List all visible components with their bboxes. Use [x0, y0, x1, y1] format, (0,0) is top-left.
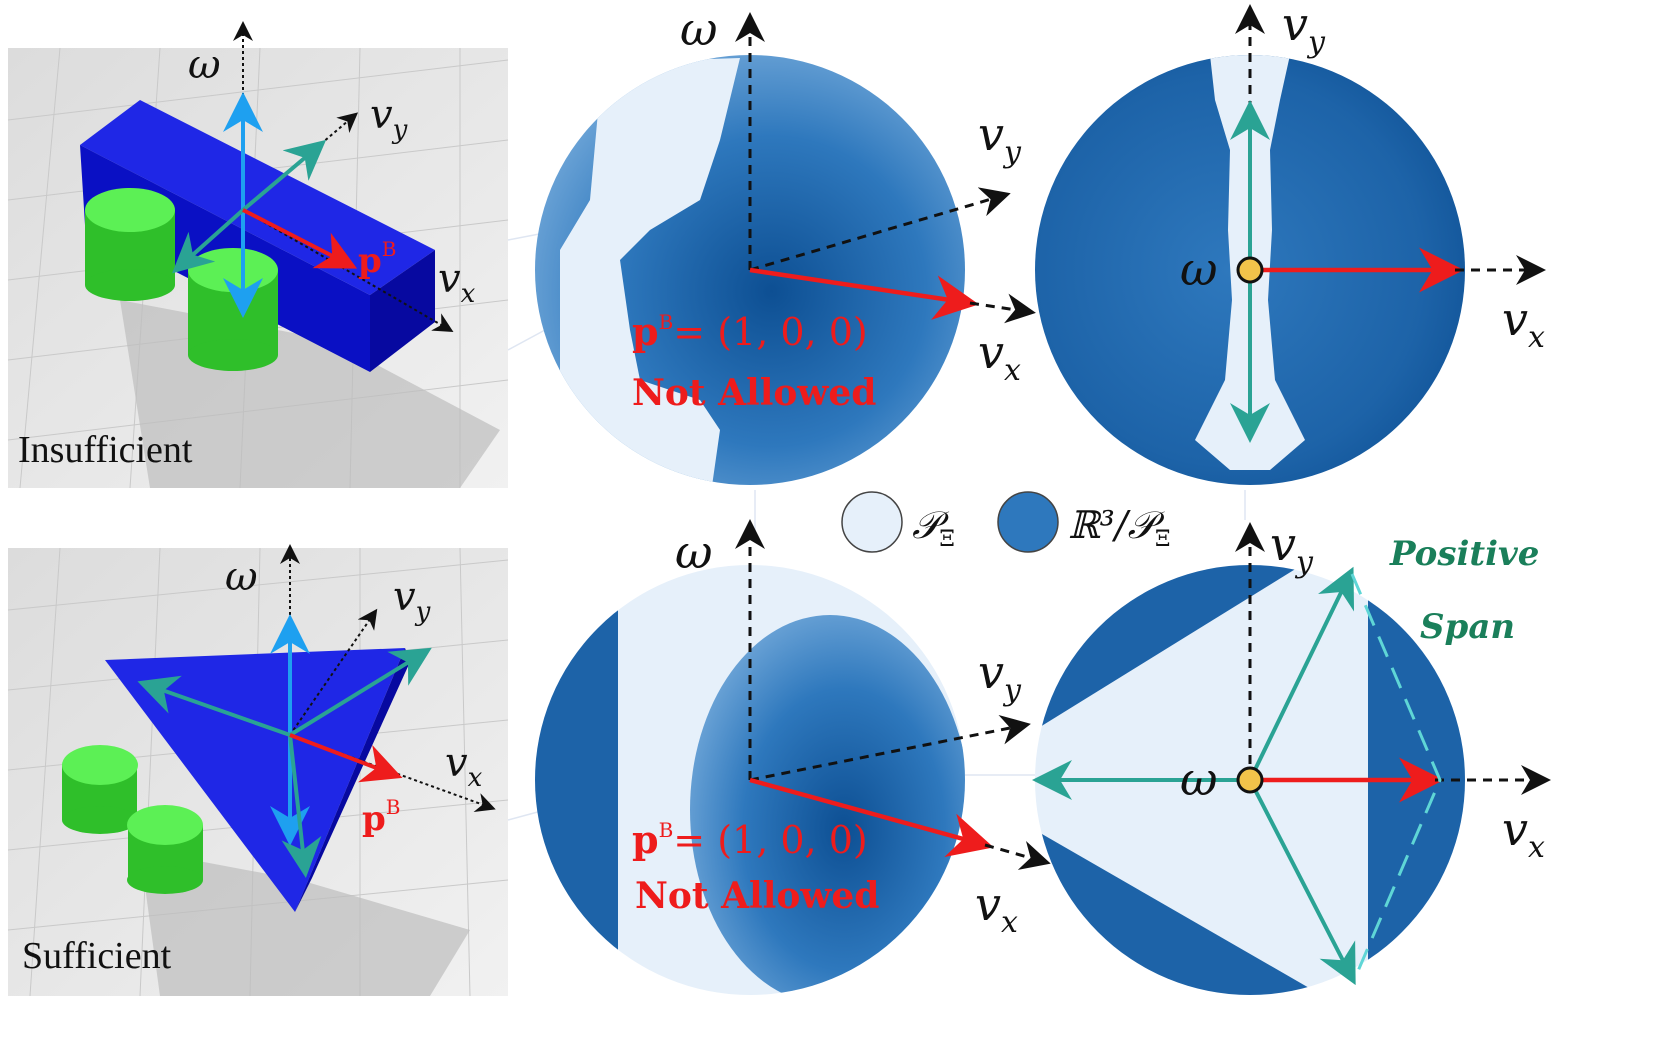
vx-axis-arrow-icon: [984, 841, 1051, 870]
vy-label: vy: [1282, 0, 1326, 60]
pB-value-label: pB= (1, 0, 0): [632, 309, 868, 354]
legend-circle-icon: [997, 491, 1059, 553]
green-cylinder: [127, 805, 203, 894]
shadow: [140, 850, 470, 996]
omega-label: ω: [675, 525, 713, 579]
vy-label: vy: [370, 92, 408, 145]
teal-arrow-icon: [137, 675, 291, 737]
pB-label: pB: [362, 795, 400, 839]
legend-complement-label: ℝ³/𝒫Ξ: [1068, 503, 1171, 552]
omega-dot-icon: [1236, 256, 1264, 284]
label-sufficient: Sufficient: [22, 935, 172, 977]
teal-arrow-icon: [281, 734, 322, 878]
vx-label: vx: [975, 877, 1018, 940]
green-cylinder: [85, 188, 175, 301]
scene-panel-sufficient: ω vy vx pB Sufficient: [7, 544, 509, 997]
vy-axis-arrow-icon: [289, 608, 378, 736]
sphere-top-middle: ω vy vx pB= (1, 0, 0) Not Allowed: [535, 2, 1036, 485]
sphere-top-right: ω vy vx: [1035, 0, 1546, 485]
teal-arrow-icon: [241, 139, 327, 212]
teal-arrow-icon: [172, 208, 245, 274]
red-arrow-icon: [289, 733, 403, 783]
omega-label: ω: [225, 554, 258, 600]
sphere-bottom-right: ω vy vx Positive Span: [1032, 517, 1551, 995]
red-arrow-icon: [749, 777, 994, 858]
vx-axis-arrow-icon: [969, 293, 1036, 324]
positive-span-boundary: [1350, 573, 1442, 979]
green-cylinder: [188, 248, 278, 371]
blue-triangle-top: [105, 648, 405, 912]
pB-label: pB: [358, 237, 396, 281]
teal-arrow-icon: [1248, 779, 1356, 986]
vy-label: vy: [393, 574, 431, 627]
omega-label: ω: [1180, 242, 1218, 296]
omega-label: ω: [188, 42, 221, 88]
teal-arrow-icon: [1248, 566, 1355, 781]
span-label: Span: [1420, 607, 1515, 647]
complement-region: [535, 565, 618, 995]
teal-arrow-icon: [288, 647, 432, 737]
allowed-region: [560, 58, 740, 485]
not-allowed-label: Not Allowed: [635, 875, 879, 917]
vx-label: vx: [445, 740, 483, 793]
omega-label: ω: [680, 2, 718, 56]
vx-axis-arrow-icon: [242, 209, 454, 333]
positive-label: Positive: [1389, 534, 1539, 574]
omega-dot-icon: [1236, 766, 1264, 794]
pB-value-label: pB= (1, 0, 0): [632, 817, 868, 862]
complement-region: [690, 615, 965, 995]
legend-allowed-label: 𝒫Ξ: [912, 503, 955, 552]
vy-label: vy: [1270, 517, 1314, 580]
vx-label: vx: [438, 256, 476, 309]
red-arrow-icon: [242, 208, 358, 269]
vy-label: vy: [978, 107, 1022, 170]
blue-triangle-side: [295, 648, 410, 912]
red-arrow-icon: [749, 267, 979, 320]
not-allowed-label: Not Allowed: [632, 372, 876, 414]
blue-block-end: [370, 250, 435, 372]
green-cylinder: [62, 745, 138, 834]
vy-label: vy: [978, 645, 1022, 708]
vx-label: vx: [978, 325, 1021, 388]
scene-panel-insufficient: ω vy vx pB Insufficient: [7, 21, 509, 489]
vx-label: vx: [1502, 292, 1545, 355]
omega-label: ω: [1180, 752, 1218, 806]
sphere-bottom-middle: ω vy vx pB= (1, 0, 0) Not Allowed: [535, 519, 1051, 995]
legend-circle-icon: [841, 491, 903, 553]
label-insufficient: Insufficient: [18, 429, 193, 471]
vx-label: vx: [1502, 802, 1545, 865]
legend: 𝒫Ξ ℝ³/𝒫Ξ: [841, 491, 1171, 553]
vy-axis-arrow-icon: [749, 187, 1011, 272]
